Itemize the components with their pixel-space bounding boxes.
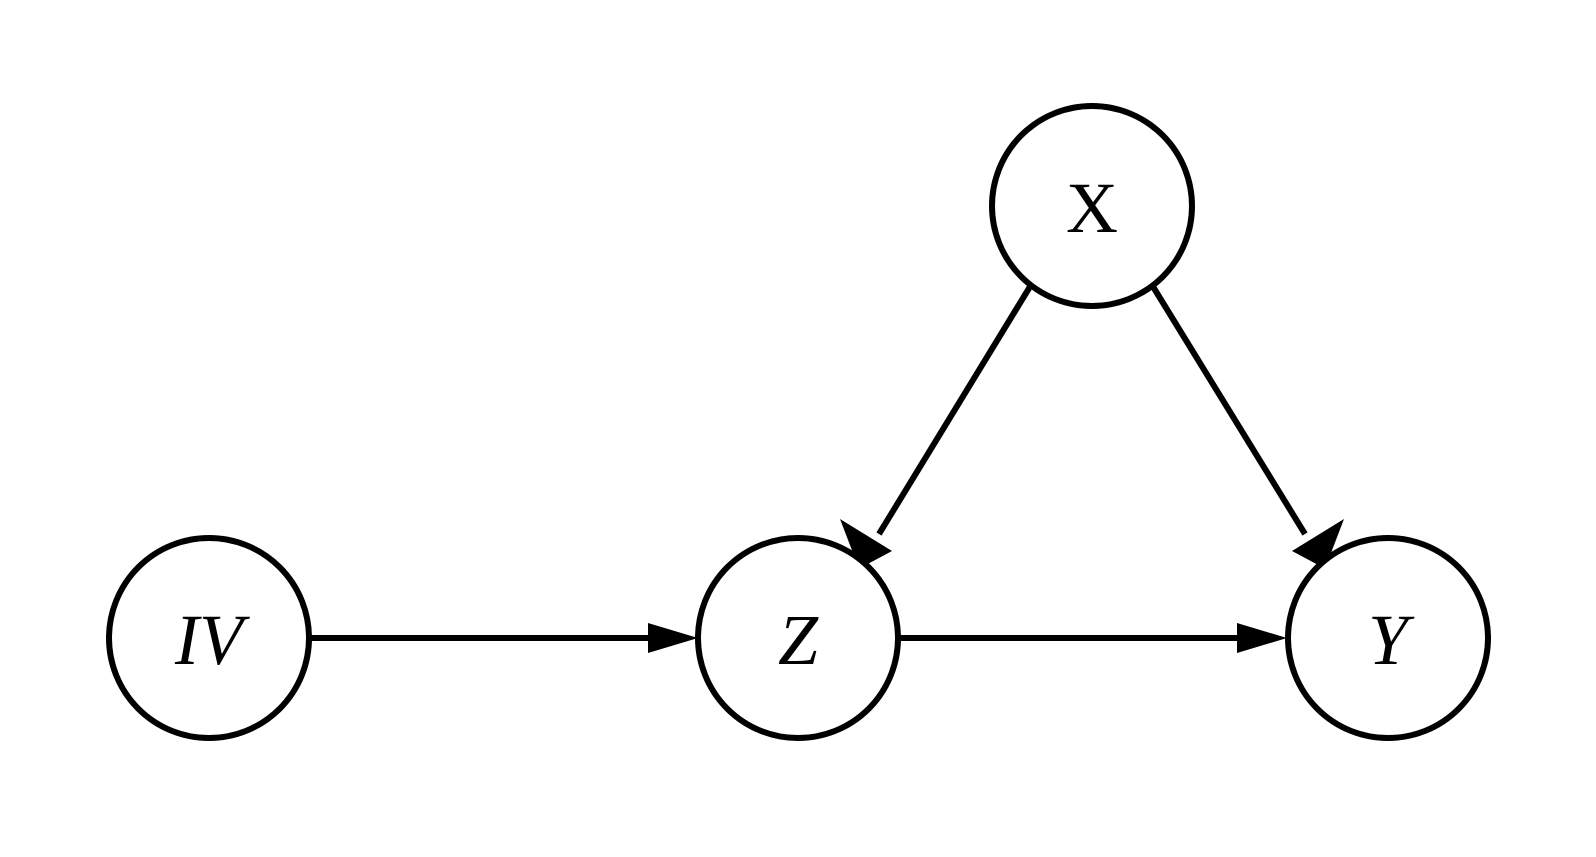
node-y[interactable]: Y: [1285, 535, 1491, 741]
node-group: IV Z Y X: [106, 103, 1491, 741]
edge-x-to-y-arrowhead-icon: [1292, 519, 1344, 567]
node-y-label: Y: [1368, 600, 1415, 680]
node-iv[interactable]: IV: [106, 535, 312, 741]
node-z[interactable]: Z: [695, 535, 901, 741]
node-x-label: X: [1066, 168, 1118, 248]
edge-iv-to-z-arrowhead-icon: [648, 623, 698, 653]
edge-x-to-z-line: [876, 283, 1034, 536]
node-iv-circle: [106, 535, 312, 741]
node-z-label: Z: [778, 600, 819, 680]
node-x[interactable]: X: [989, 103, 1195, 309]
node-z-circle: [695, 535, 901, 741]
edge-group: [310, 283, 1344, 653]
node-y-circle: [1285, 535, 1491, 741]
edge-iv-to-z[interactable]: [310, 623, 698, 653]
edge-z-to-y-arrowhead-icon: [1237, 623, 1287, 653]
edge-x-to-z-arrowhead-icon: [840, 519, 892, 567]
edge-x-to-z[interactable]: [840, 283, 1034, 567]
edge-x-to-y[interactable]: [1149, 283, 1344, 567]
node-iv-label: IV: [174, 600, 250, 680]
edge-z-to-y[interactable]: [899, 623, 1287, 653]
node-x-circle: [989, 103, 1195, 309]
edge-x-to-y-line: [1149, 283, 1308, 536]
